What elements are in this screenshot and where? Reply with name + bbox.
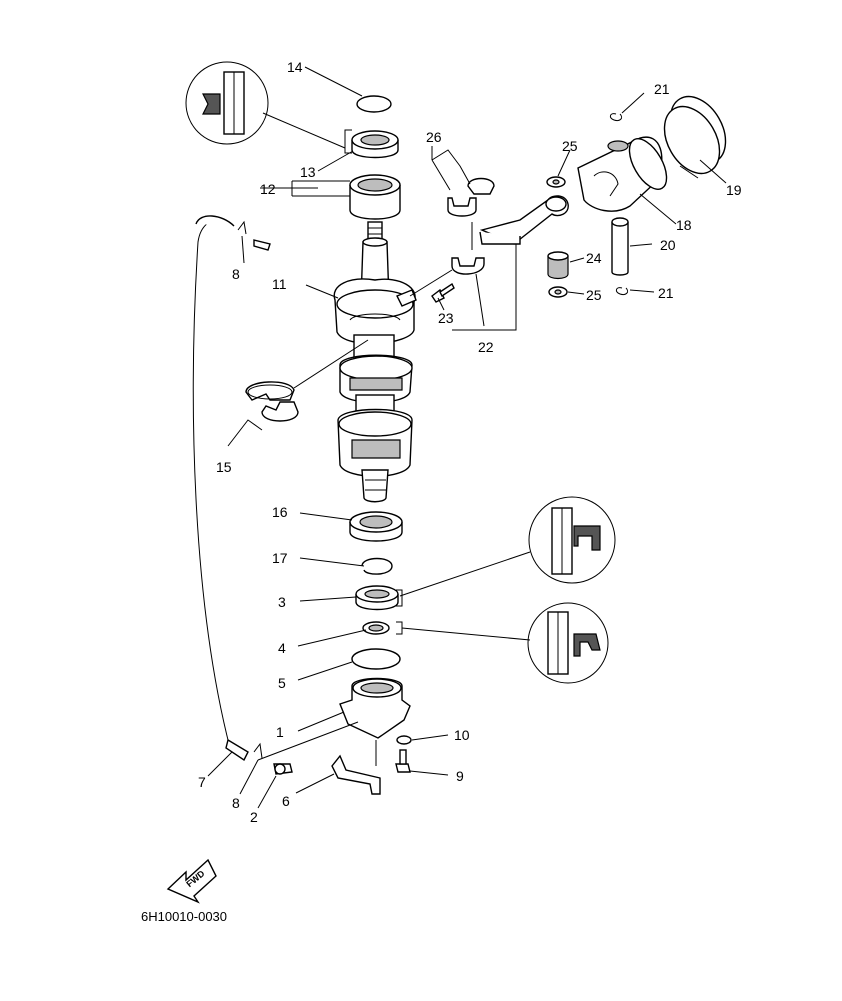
label-15: 15 <box>216 459 232 475</box>
label-18: 18 <box>676 217 692 233</box>
label-14: 14 <box>287 59 303 75</box>
fitting-2 <box>273 763 293 775</box>
label-11: 11 <box>272 276 287 292</box>
label-20: 20 <box>660 237 676 253</box>
washer-25-top <box>546 176 566 188</box>
part-labels: 1 2 3 4 5 6 7 8 8 9 10 11 12 13 14 15 16… <box>198 59 742 825</box>
piston-rings-19 <box>663 95 727 175</box>
label-13: 13 <box>300 164 316 180</box>
label-10: 10 <box>454 727 470 743</box>
needle-bearing-24 <box>547 251 569 280</box>
oil-seal-o-ring-14 <box>356 95 392 113</box>
label-7: 7 <box>198 774 206 790</box>
label-3: 3 <box>278 594 286 610</box>
needle-bearing-12 <box>349 174 401 220</box>
leader-lines <box>207 66 727 809</box>
seal-orientation-detail-bottom <box>396 602 609 684</box>
hose-clip-8-bottom <box>253 742 263 759</box>
label-5: 5 <box>278 675 286 691</box>
label-24: 24 <box>586 250 602 266</box>
piston-18 <box>577 136 668 212</box>
washer-25-bottom <box>548 286 568 298</box>
forward-direction-arrow: FWD <box>166 858 217 904</box>
oil-seal-3 <box>355 585 399 611</box>
label-21-bottom: 21 <box>658 285 674 301</box>
seal-orientation-detail-top <box>185 61 352 154</box>
needle-bearing-26 <box>447 177 495 217</box>
circlip-21-top <box>609 113 623 121</box>
label-21-top: 21 <box>654 81 670 97</box>
hose-7 <box>192 215 249 762</box>
label-25-bottom: 25 <box>586 287 602 303</box>
piston-pin-20 <box>611 217 629 276</box>
oil-seal-13 <box>351 130 399 159</box>
circlip-17 <box>361 557 393 575</box>
bearing-halves-15 <box>245 381 299 422</box>
label-25-top: 25 <box>562 138 578 154</box>
label-4: 4 <box>278 640 286 656</box>
crankshaft <box>333 221 417 503</box>
label-6: 6 <box>282 793 290 809</box>
connecting-rod-22 <box>451 195 569 275</box>
label-1: 1 <box>276 724 284 740</box>
label-9: 9 <box>456 768 464 784</box>
hose-clip-8-top <box>237 220 271 251</box>
bolt-9 <box>395 749 411 773</box>
bolt-23 <box>431 282 455 303</box>
circlip-21-bottom <box>615 287 629 295</box>
label-23: 23 <box>438 310 454 326</box>
label-17: 17 <box>272 550 288 566</box>
label-2: 2 <box>250 809 258 825</box>
bracket-6 <box>331 754 381 795</box>
o-ring-5 <box>351 648 401 670</box>
label-19: 19 <box>726 182 742 198</box>
label-8-top: 8 <box>232 266 240 282</box>
label-8-bottom: 8 <box>232 795 240 811</box>
label-26: 26 <box>426 129 442 145</box>
label-16: 16 <box>272 504 288 520</box>
oil-seal-4 <box>362 621 390 635</box>
ball-bearing-16 <box>349 511 403 542</box>
label-12: 12 <box>260 181 276 197</box>
diagram-code: 6H10010-0030 <box>141 909 227 924</box>
washer-10 <box>396 735 412 745</box>
housing-1 <box>339 677 411 739</box>
label-22: 22 <box>478 339 494 355</box>
seal-orientation-detail-middle <box>396 496 616 607</box>
